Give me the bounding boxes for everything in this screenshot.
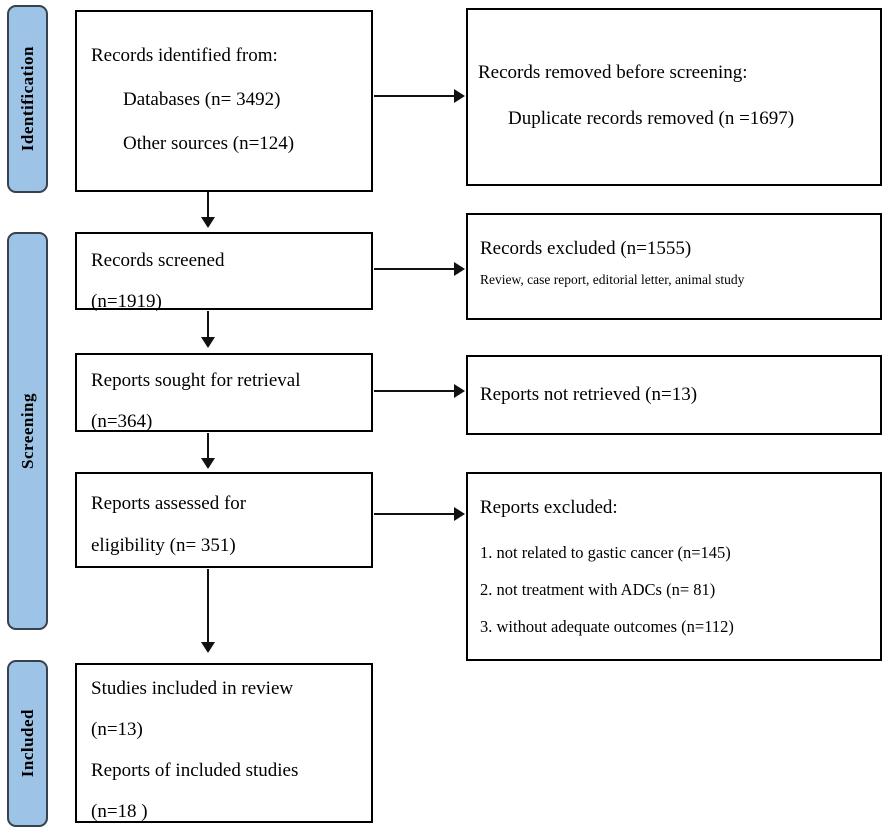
arrow-right-assessed-to-excluded [374, 507, 465, 521]
box-reports-not-retrieved: Reports not retrieved (n=13) [466, 355, 882, 435]
reports-included-title: Reports of included studies [91, 760, 299, 781]
arrow-right-screened-to-excluded [374, 262, 465, 276]
arrow-shaft [374, 268, 455, 270]
arrow-head-icon [454, 384, 465, 398]
records-identified-title: Records identified from: [91, 45, 278, 66]
records-screened-count: (n=1919) [91, 291, 162, 312]
box-records-screened: Records screened (n=1919) [75, 232, 373, 312]
arrow-head-icon [454, 507, 465, 521]
reports-included-count: (n=18 ) [91, 801, 148, 822]
stage-label-identification: Identification [7, 5, 48, 193]
records-excluded-title: Records excluded (n=1555) [480, 238, 692, 259]
box-reports-assessed: Reports assessed for eligibility (n= 351… [75, 472, 373, 568]
records-screened-title: Records screened [91, 250, 225, 271]
arrow-head-icon [201, 337, 215, 348]
arrow-head-icon [201, 642, 215, 653]
box-records-excluded: Records excluded (n=1555) Review, case r… [466, 213, 882, 320]
arrow-shaft [207, 569, 209, 643]
stage-label-included-text: Included [17, 709, 37, 778]
arrow-shaft [374, 95, 455, 97]
records-identified-item-databases: Databases (n= 3492) [123, 89, 281, 110]
reports-assessed-title: Reports assessed for [91, 493, 247, 514]
arrow-shaft [207, 311, 209, 338]
arrow-down-screened-to-sought [201, 311, 215, 348]
arrow-down-identified-to-screened [201, 192, 215, 228]
reports-not-retrieved-title: Reports not retrieved (n=13) [480, 384, 698, 405]
studies-included-title: Studies included in review [91, 678, 294, 699]
arrow-right-identified-to-removed [374, 89, 465, 103]
reports-excluded-reason-3: 3. without adequate outcomes (n=112) [480, 616, 734, 636]
arrow-head-icon [201, 217, 215, 228]
arrow-shaft [207, 433, 209, 459]
reports-excluded-reason-1: 1. not related to gastic cancer (n=145) [480, 542, 731, 562]
arrow-head-icon [454, 89, 465, 103]
box-studies-included: Studies included in review (n=13) Report… [75, 663, 373, 823]
records-removed-item-duplicates: Duplicate records removed (n =1697) [508, 108, 795, 129]
arrow-head-icon [201, 458, 215, 469]
reports-assessed-count: eligibility (n= 351) [91, 535, 236, 556]
records-excluded-note: Review, case report, editorial letter, a… [480, 271, 745, 287]
box-records-removed: Records removed before screening: Duplic… [466, 8, 882, 186]
stage-label-screening: Screening [7, 232, 48, 630]
reports-excluded-title: Reports excluded: [480, 497, 618, 518]
arrow-shaft [374, 390, 455, 392]
arrow-down-assessed-to-included [201, 569, 215, 653]
box-reports-excluded: Reports excluded: 1. not related to gast… [466, 472, 882, 661]
stage-label-included: Included [7, 660, 48, 827]
records-removed-title: Records removed before screening: [478, 62, 748, 83]
box-records-identified: Records identified from: Databases (n= 3… [75, 10, 373, 192]
reports-sought-count: (n=364) [91, 411, 153, 432]
arrow-shaft [207, 192, 209, 218]
stage-label-identification-text: Identification [17, 46, 37, 152]
reports-sought-title: Reports sought for retrieval [91, 370, 301, 391]
box-reports-sought: Reports sought for retrieval (n=364) [75, 353, 373, 432]
arrow-right-sought-to-not-retrieved [374, 384, 465, 398]
arrow-down-sought-to-assessed [201, 433, 215, 469]
stage-label-screening-text: Screening [17, 393, 37, 469]
records-identified-item-other-sources: Other sources (n=124) [123, 133, 295, 154]
reports-excluded-reason-2: 2. not treatment with ADCs (n= 81) [480, 579, 716, 599]
arrow-shaft [374, 513, 455, 515]
arrow-head-icon [454, 262, 465, 276]
studies-included-count: (n=13) [91, 719, 143, 740]
